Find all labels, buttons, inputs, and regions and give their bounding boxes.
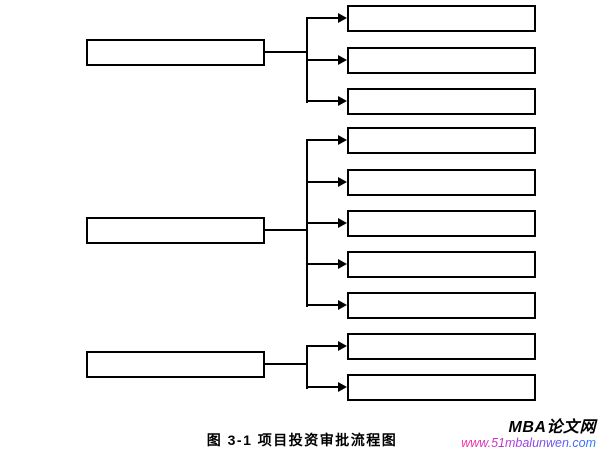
arrowhead-right-icon: [338, 300, 347, 310]
watermark: MBA论文网 www.51mbalunwen.com: [461, 419, 596, 450]
trunk-line: [306, 345, 308, 389]
flow-branch-box-9: [347, 333, 536, 360]
flow-branch-box-8: [347, 292, 536, 319]
arrowhead-right-icon: [338, 135, 347, 145]
flow-branch-box-6: [347, 210, 536, 237]
branch-line: [307, 59, 338, 61]
branch-line: [307, 304, 338, 306]
connector-line: [265, 363, 308, 365]
flow-branch-box-7: [347, 251, 536, 278]
flow-branch-box-4: [347, 127, 536, 154]
figure-caption: 图 3-1 项目投资审批流程图: [206, 432, 398, 448]
arrowhead-right-icon: [338, 218, 347, 228]
branch-line: [307, 139, 338, 141]
flow-branch-box-3: [347, 88, 536, 115]
arrowhead-right-icon: [338, 259, 347, 269]
flow-source-box-3: [86, 351, 265, 378]
flow-source-box-1: [86, 39, 265, 66]
flow-branch-box-10: [347, 374, 536, 401]
arrowhead-right-icon: [338, 341, 347, 351]
arrowhead-right-icon: [338, 177, 347, 187]
branch-line: [307, 345, 338, 347]
flow-branch-box-2: [347, 47, 536, 74]
arrowhead-right-icon: [338, 13, 347, 23]
arrowhead-right-icon: [338, 96, 347, 106]
watermark-site-url: www.51mbalunwen.com: [461, 435, 596, 450]
branch-line: [307, 263, 338, 265]
branch-line: [307, 17, 338, 19]
branch-line: [307, 181, 338, 183]
flow-source-box-2: [86, 217, 265, 244]
arrowhead-right-icon: [338, 55, 347, 65]
connector-line: [265, 229, 308, 231]
flow-branch-box-1: [347, 5, 536, 32]
branch-line: [307, 100, 338, 102]
flow-branch-box-5: [347, 169, 536, 196]
connector-line: [265, 51, 308, 53]
branch-line: [307, 386, 338, 388]
arrowhead-right-icon: [338, 382, 347, 392]
branch-line: [307, 222, 338, 224]
watermark-site-name: MBA论文网: [508, 419, 596, 436]
